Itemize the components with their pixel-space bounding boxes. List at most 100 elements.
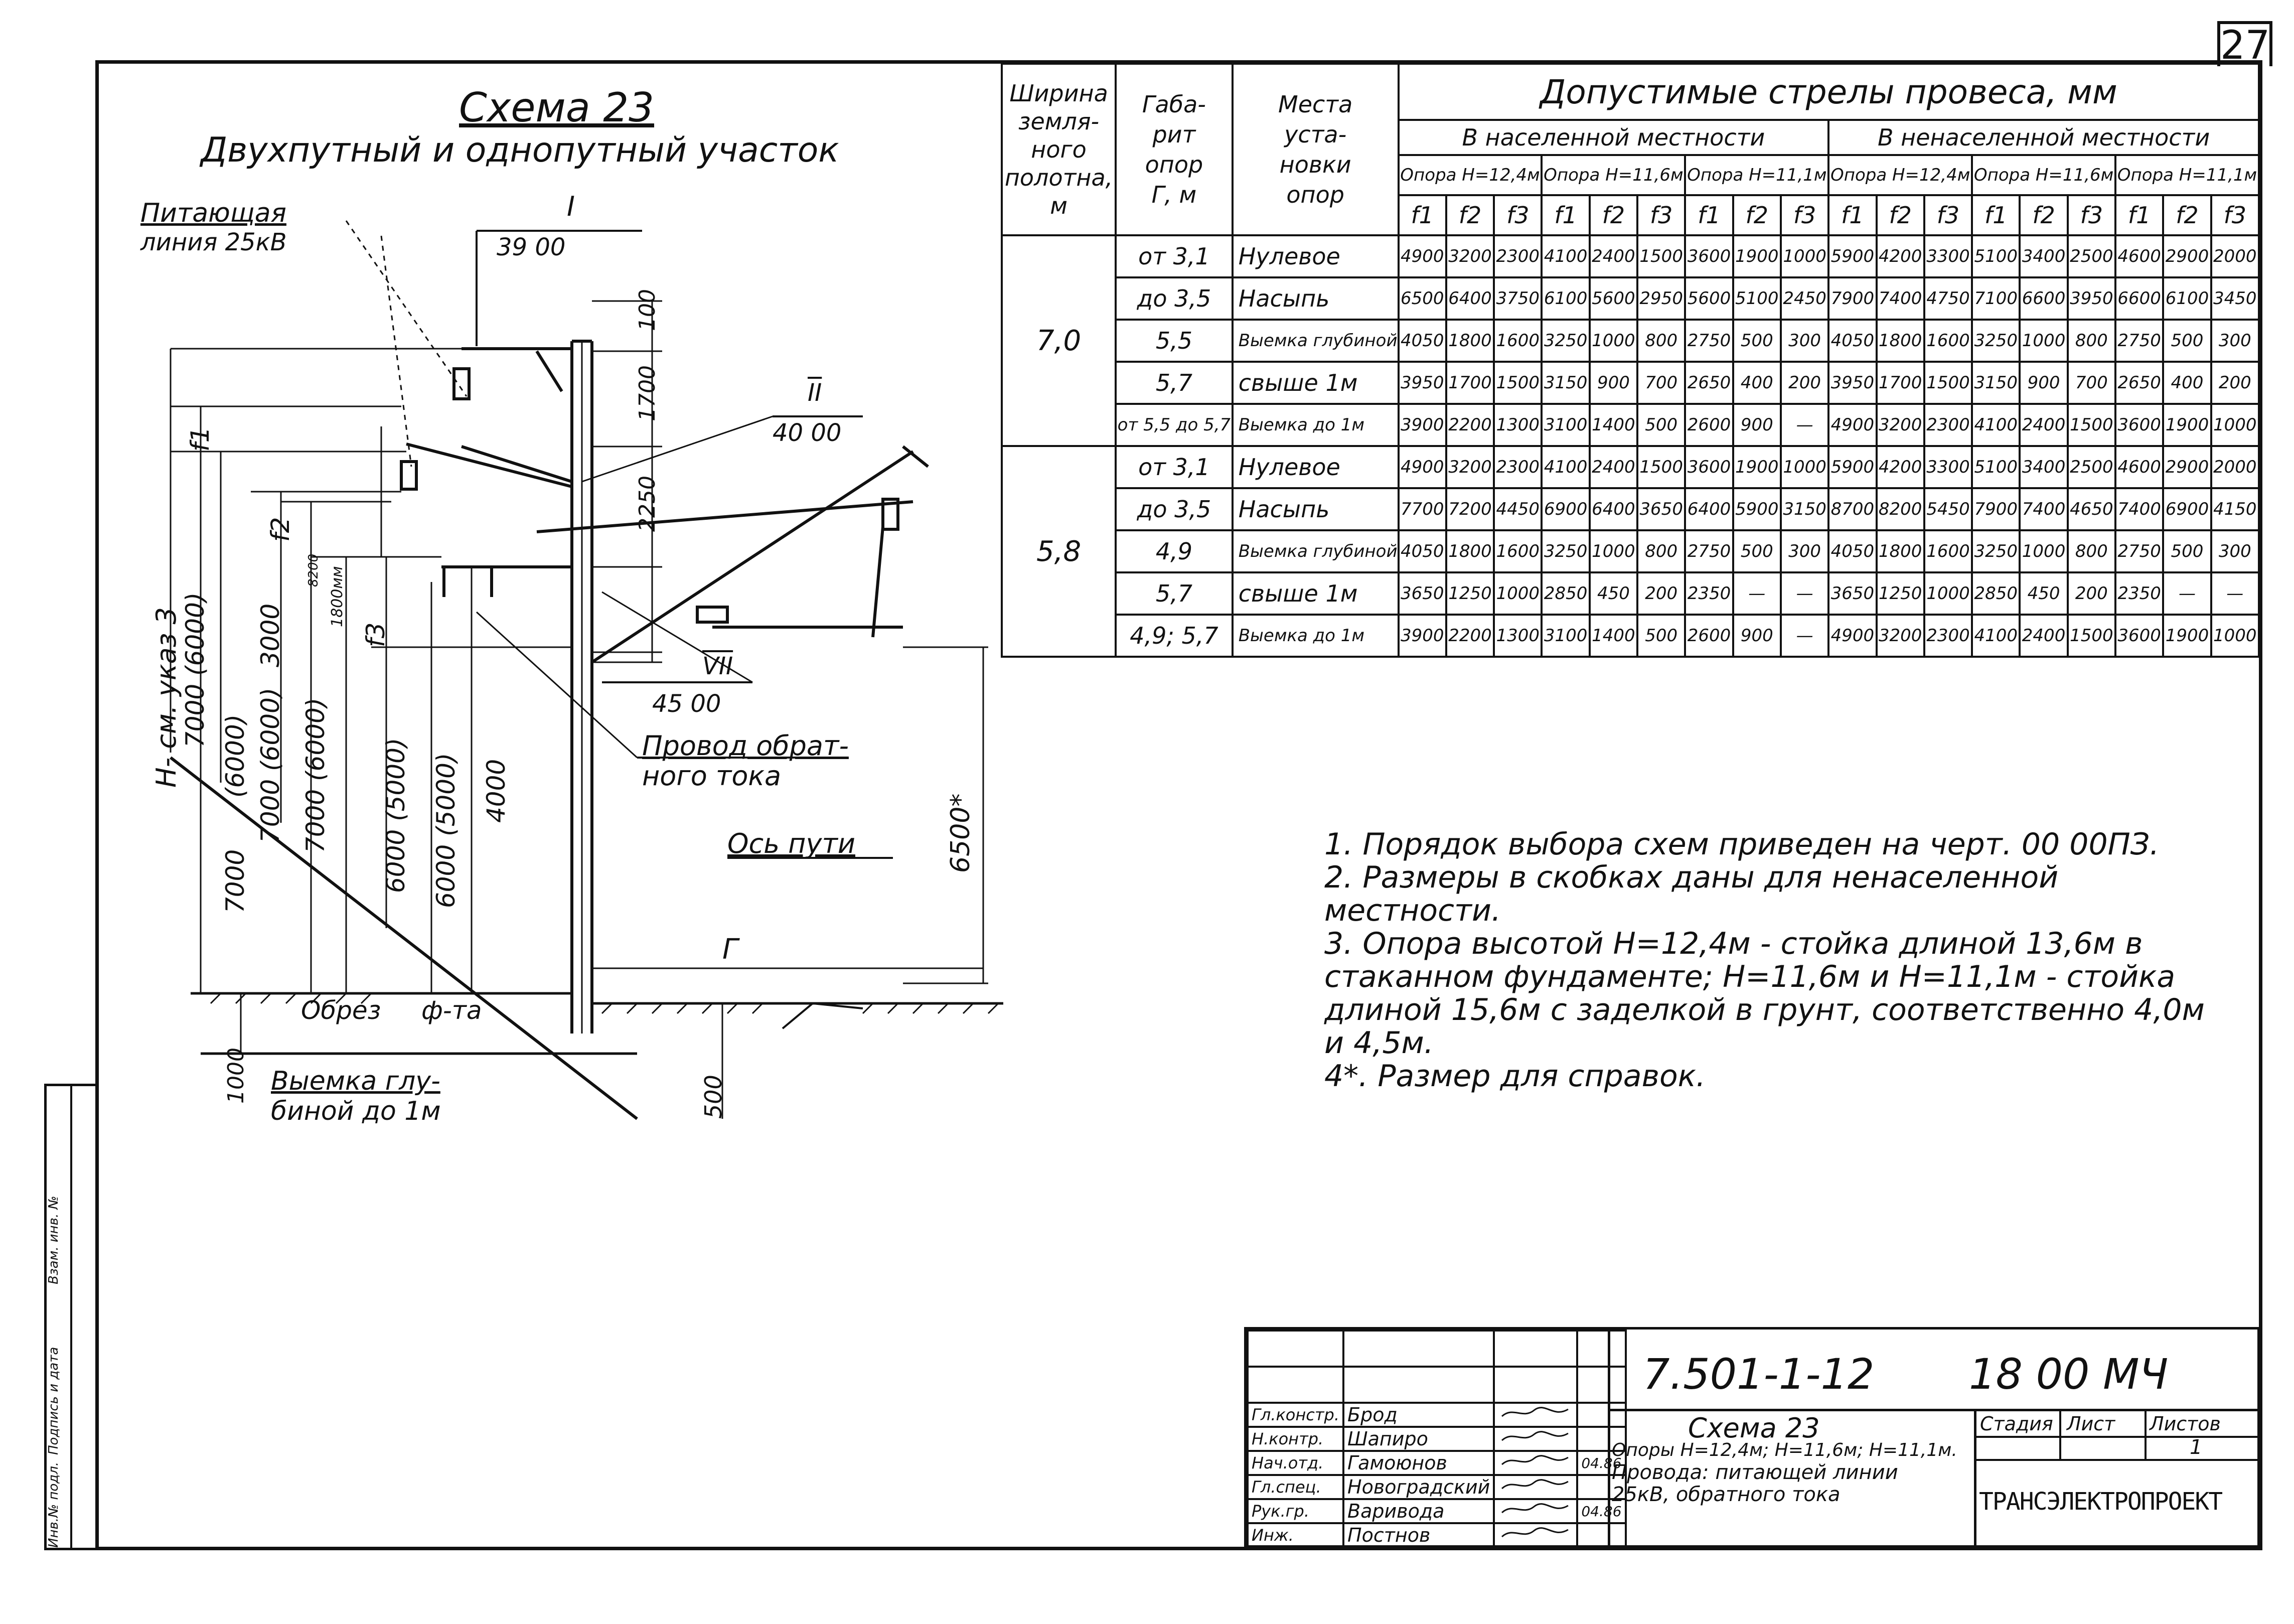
cell-sag-value: 3100 (1541, 614, 1591, 658)
cell-sag-value: 3200 (1445, 445, 1495, 489)
cell-sag-value: 400 (1732, 361, 1782, 405)
cell-sag-value: 1000 (2019, 529, 2069, 573)
cell-sag-value: 2450 (1779, 276, 1830, 321)
cell-sag-value: 500 (1732, 529, 1782, 573)
cell-sag-value: 8700 (1827, 487, 1878, 531)
cell-sag-value: 3250 (1541, 529, 1591, 573)
cell-sag-value: 6100 (1541, 276, 1591, 321)
hdr-f: f2 (1875, 194, 1925, 236)
cell-sag-value: 2400 (2019, 403, 2069, 447)
cell-sag-value: 5900 (1732, 487, 1782, 531)
cell-sag-value: 3200 (1875, 403, 1925, 447)
drawing-frame (95, 60, 2262, 1550)
cell-sag-value: 3900 (1397, 614, 1447, 658)
cell-sag-value: 2350 (2114, 571, 2165, 616)
cell-sag-value: 2650 (2114, 361, 2165, 405)
cell-sag-value: 2350 (1684, 571, 1734, 616)
cell-sag-value: 2600 (1684, 614, 1734, 658)
hdr-f: f1 (1971, 194, 2021, 236)
scheme-subtitle: Двухпутный и однопутный участок (201, 130, 839, 170)
hdr-support-5: Опора Н=11,6м (1971, 154, 2117, 196)
cell-sag-value: 3950 (1827, 361, 1878, 405)
cell-sag-value: 1900 (1732, 445, 1782, 489)
v-dim-6: 6000 (5000) (381, 737, 410, 893)
cell-sag-value: 6900 (1541, 487, 1591, 531)
cell-sag-value: 2300 (1493, 445, 1543, 489)
cell-sag-value: 2500 (2066, 445, 2117, 489)
cell-sag-value: 1500 (1636, 445, 1687, 489)
cell-sag-value: 1000 (1493, 571, 1543, 616)
v-dim-8: 4000 (482, 759, 511, 823)
cell-gabarit: до 3,5 (1115, 276, 1234, 321)
hdr-f: f1 (2114, 194, 2165, 236)
hdr-f: f1 (1827, 194, 1878, 236)
stamp-row: Н.контр.Шапиро (1247, 1426, 1627, 1452)
cell-sag-value: 450 (2019, 571, 2069, 616)
cell-sag-value: 1000 (1779, 234, 1830, 278)
left-margin-text-3: Взам. инв. № (46, 1196, 61, 1284)
h-note: Н- см. указ 3 (150, 607, 182, 788)
cell-sag-value: 7900 (1827, 276, 1878, 321)
hdr-support-2: Опора Н=11,6м (1541, 154, 1687, 196)
cell-sag-value: 1700 (1445, 361, 1495, 405)
cell-sag-value: 3250 (1971, 319, 2021, 363)
label-I: I (567, 191, 575, 222)
cell-sag-value: 1800 (1875, 319, 1925, 363)
foundation-cut-label: Обрез (301, 996, 381, 1025)
return-wire-label: Провод обрат- (642, 730, 849, 762)
cell-gabarit: 4,9; 5,7 (1115, 614, 1234, 658)
dim-1700: 1700 (635, 365, 660, 421)
cell-sag-value: 1000 (1779, 445, 1830, 489)
cell-sag-value: 5600 (1684, 276, 1734, 321)
hdr-f: f1 (1684, 194, 1734, 236)
cell-sag-value: 500 (2162, 319, 2212, 363)
cell-sag-value: 1800 (1445, 529, 1495, 573)
stamp-title-2: Опоры Н=12,4м; Н=11,6м; Н=11,1м. (1612, 1440, 1957, 1460)
cell-sag-value: 1000 (1923, 571, 1973, 616)
cell-sag-value: 3200 (1445, 234, 1495, 278)
cell-place: Выемка глубиной (1231, 319, 1400, 363)
cell-sag-value: 4600 (2114, 234, 2165, 278)
cell-sag-value: 1800 (1875, 529, 1925, 573)
cell-sag-value: 3400 (2019, 234, 2069, 278)
cell-sag-value: 300 (1779, 319, 1830, 363)
v-dim-9: 7000 (221, 849, 250, 913)
cell-sag-value: 5900 (1827, 234, 1878, 278)
cell-sag-value: 1000 (1588, 529, 1639, 573)
cell-width: 7,0 (1000, 234, 1117, 447)
cell-sag-value: 3600 (2114, 614, 2165, 658)
hdr-f: f1 (1397, 194, 1447, 236)
dim-2250: 2250 (635, 476, 660, 532)
cell-sag-value: 4900 (1397, 445, 1447, 489)
cell-sag-value: — (1779, 614, 1830, 658)
cell-sag-value: 1300 (1493, 403, 1543, 447)
cell-sag-value: 3250 (1541, 319, 1591, 363)
cell-sag-value: 1700 (1875, 361, 1925, 405)
cell-sag-value: 2200 (1445, 403, 1495, 447)
cell-sag-value: 1500 (2066, 614, 2117, 658)
stamp-signature (1493, 1474, 1579, 1500)
cell-sag-value: 2650 (1684, 361, 1734, 405)
cell-sag-value: 5900 (1827, 445, 1878, 489)
sheet-label: Лист (2067, 1413, 2115, 1435)
cell-place: Выемка глубиной (1231, 529, 1400, 573)
cell-sag-value: 6900 (2162, 487, 2212, 531)
cell-sag-value: 4100 (1971, 614, 2021, 658)
hdr-sag-title: Допустимые стрелы провеса, мм (1397, 63, 2260, 121)
cell-gabarit: 5,5 (1115, 319, 1234, 363)
dim-8200: 8200 (306, 553, 321, 587)
cell-sag-value: 1000 (2210, 403, 2260, 447)
cell-sag-value: 1300 (1493, 614, 1543, 658)
v-dim-3: 3000 (256, 603, 285, 667)
cell-sag-value: 900 (1732, 403, 1782, 447)
cell-sag-value: 400 (2162, 361, 2212, 405)
cell-gabarit: от 5,5 до 5,7 (1115, 403, 1234, 447)
cell-sag-value: 3650 (1636, 487, 1687, 531)
cell-sag-value: 4200 (1875, 445, 1925, 489)
hdr-f: f2 (1732, 194, 1782, 236)
cell-sag-value: 300 (2210, 319, 2260, 363)
